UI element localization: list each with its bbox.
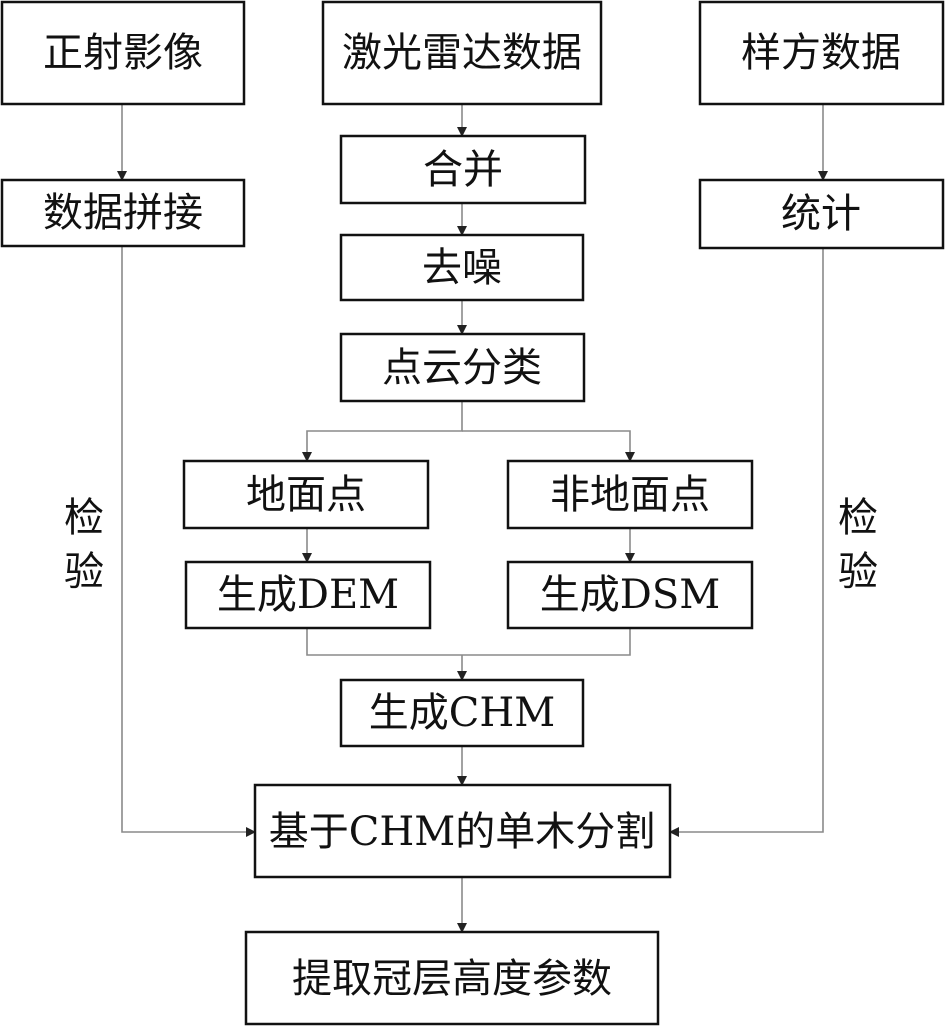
edge-stats-to-segment bbox=[669, 248, 824, 837]
node-extract: 提取冠层高度参数 bbox=[244, 930, 660, 1026]
node-chm: 生成CHM bbox=[339, 678, 585, 748]
node-dsm: 生成DSM bbox=[506, 560, 754, 630]
node-lidar-label: 激光雷达数据 bbox=[342, 30, 582, 76]
node-plot: 样方数据 bbox=[698, 0, 945, 106]
node-dem-label: 生成DEM bbox=[217, 572, 399, 618]
left-check-char-2: 验 bbox=[64, 549, 104, 595]
node-nonground-label: 非地面点 bbox=[550, 472, 710, 518]
right-check-label: 检 验 bbox=[838, 495, 878, 595]
edges bbox=[117, 104, 828, 933]
edge-classify-to-nonground bbox=[462, 430, 635, 462]
edge-mosaic-to-segment bbox=[121, 246, 256, 837]
node-stats: 统计 bbox=[698, 178, 945, 250]
node-ortho: 正射影像 bbox=[0, 0, 246, 106]
node-ground: 地面点 bbox=[182, 459, 430, 530]
node-mosaic-label: 数据拼接 bbox=[43, 190, 203, 236]
node-dsm-label: 生成DSM bbox=[540, 572, 720, 618]
node-classify: 点云分类 bbox=[339, 332, 586, 403]
node-chm-label: 生成CHM bbox=[369, 690, 555, 736]
node-merge-label: 合并 bbox=[423, 147, 503, 193]
node-extract-label: 提取冠层高度参数 bbox=[292, 956, 612, 1002]
node-segment: 基于CHM的单木分割 bbox=[253, 783, 672, 879]
node-nonground: 非地面点 bbox=[506, 459, 754, 530]
node-dem: 生成DEM bbox=[184, 560, 432, 630]
node-denoise-label: 去噪 bbox=[422, 245, 502, 291]
node-lidar: 激光雷达数据 bbox=[321, 0, 603, 106]
node-ortho-label: 正射影像 bbox=[43, 30, 203, 76]
edge-classify-split bbox=[302, 401, 463, 462]
right-check-char-1: 检 bbox=[838, 495, 878, 541]
node-ground-label: 地面点 bbox=[246, 472, 366, 518]
edge-dem-dsm-merge bbox=[306, 628, 631, 656]
node-segment-label: 基于CHM的单木分割 bbox=[269, 809, 655, 855]
node-plot-label: 样方数据 bbox=[741, 30, 901, 76]
node-classify-label: 点云分类 bbox=[382, 345, 542, 391]
left-check-char-1: 检 bbox=[64, 495, 104, 541]
right-check-char-2: 验 bbox=[838, 549, 878, 595]
node-merge: 合并 bbox=[339, 134, 587, 205]
node-stats-label: 统计 bbox=[781, 191, 861, 237]
node-denoise: 去噪 bbox=[339, 233, 585, 302]
left-check-label: 检 验 bbox=[64, 495, 104, 595]
node-mosaic: 数据拼接 bbox=[0, 178, 246, 248]
